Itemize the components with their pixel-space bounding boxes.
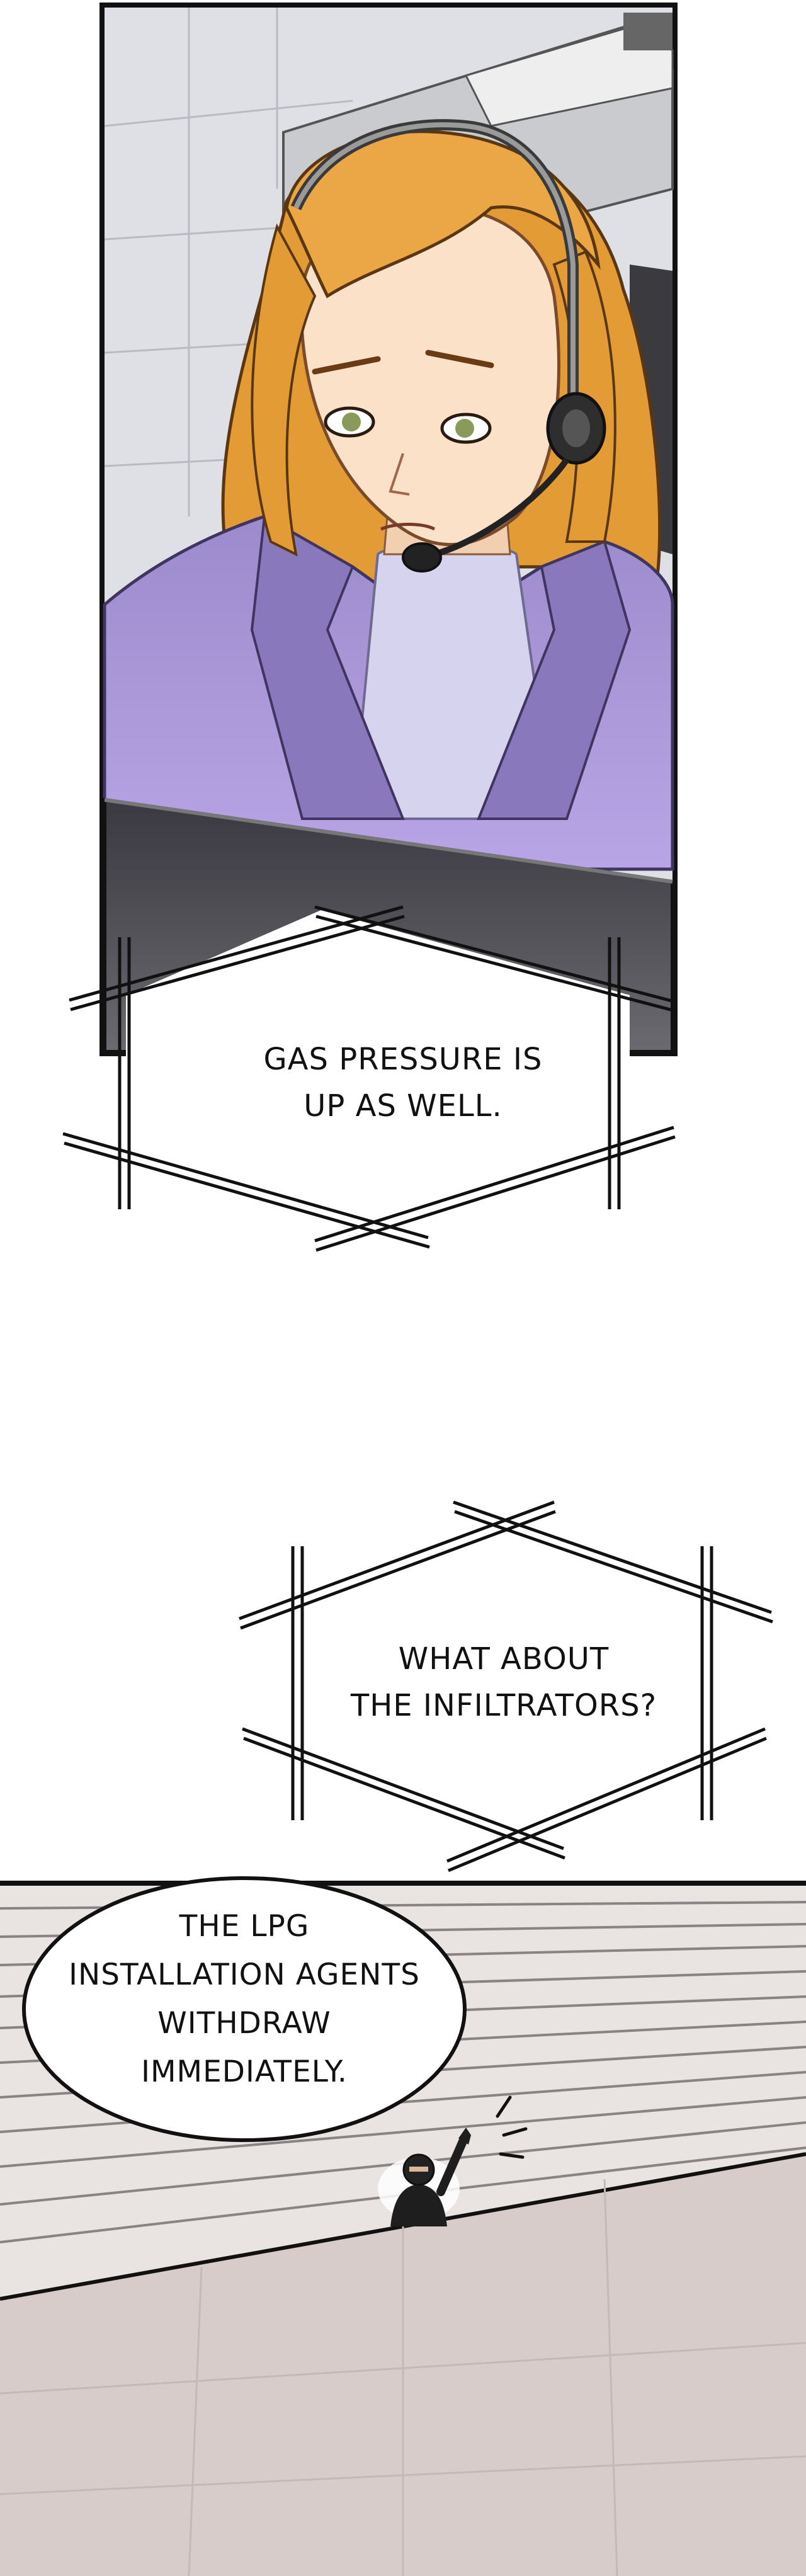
lapel-right xyxy=(477,540,632,820)
eyebrow-right xyxy=(425,350,494,368)
desk-monitor-back xyxy=(464,24,674,127)
headset-mic-boom xyxy=(433,458,570,557)
cables xyxy=(623,13,673,50)
speech-bubble-text: THE LPG INSTALLATION AGENTS WITHDRAW IMM… xyxy=(55,1902,433,2096)
caption-2-line-1: WHAT ABOUT xyxy=(398,1641,610,1677)
bubble-line-2: INSTALLATION AGENTS xyxy=(69,1958,420,1992)
caption-2-text: WHAT ABOUT THE INFILTRATORS? xyxy=(296,1636,712,1729)
caption-1-line-1: GAS PRESSURE IS xyxy=(263,1042,543,1077)
bubble-line-3: WITHDRAW xyxy=(157,2006,331,2041)
wall-tiles xyxy=(104,8,353,516)
caption-1-line-2: UP AS WELL. xyxy=(304,1088,502,1124)
caption-2-line-2: THE INFILTRATORS? xyxy=(350,1688,657,1723)
iris-left xyxy=(342,413,361,431)
hair-left-lock xyxy=(251,223,317,557)
mouth xyxy=(380,523,436,531)
nose xyxy=(389,453,410,496)
caption-1-text: GAS PRESSURE IS UP AS WELL. xyxy=(189,1036,617,1129)
iris-right xyxy=(455,419,474,438)
bubble-line-1: THE LPG xyxy=(179,1909,310,1944)
lapel-left xyxy=(250,514,405,820)
floor-tiles xyxy=(0,2179,806,2576)
masked-infiltrator xyxy=(378,2095,528,2226)
eyebrow-left xyxy=(312,356,381,375)
bubble-line-4: IMMEDIATELY. xyxy=(141,2055,348,2089)
headset-mic xyxy=(402,542,442,573)
